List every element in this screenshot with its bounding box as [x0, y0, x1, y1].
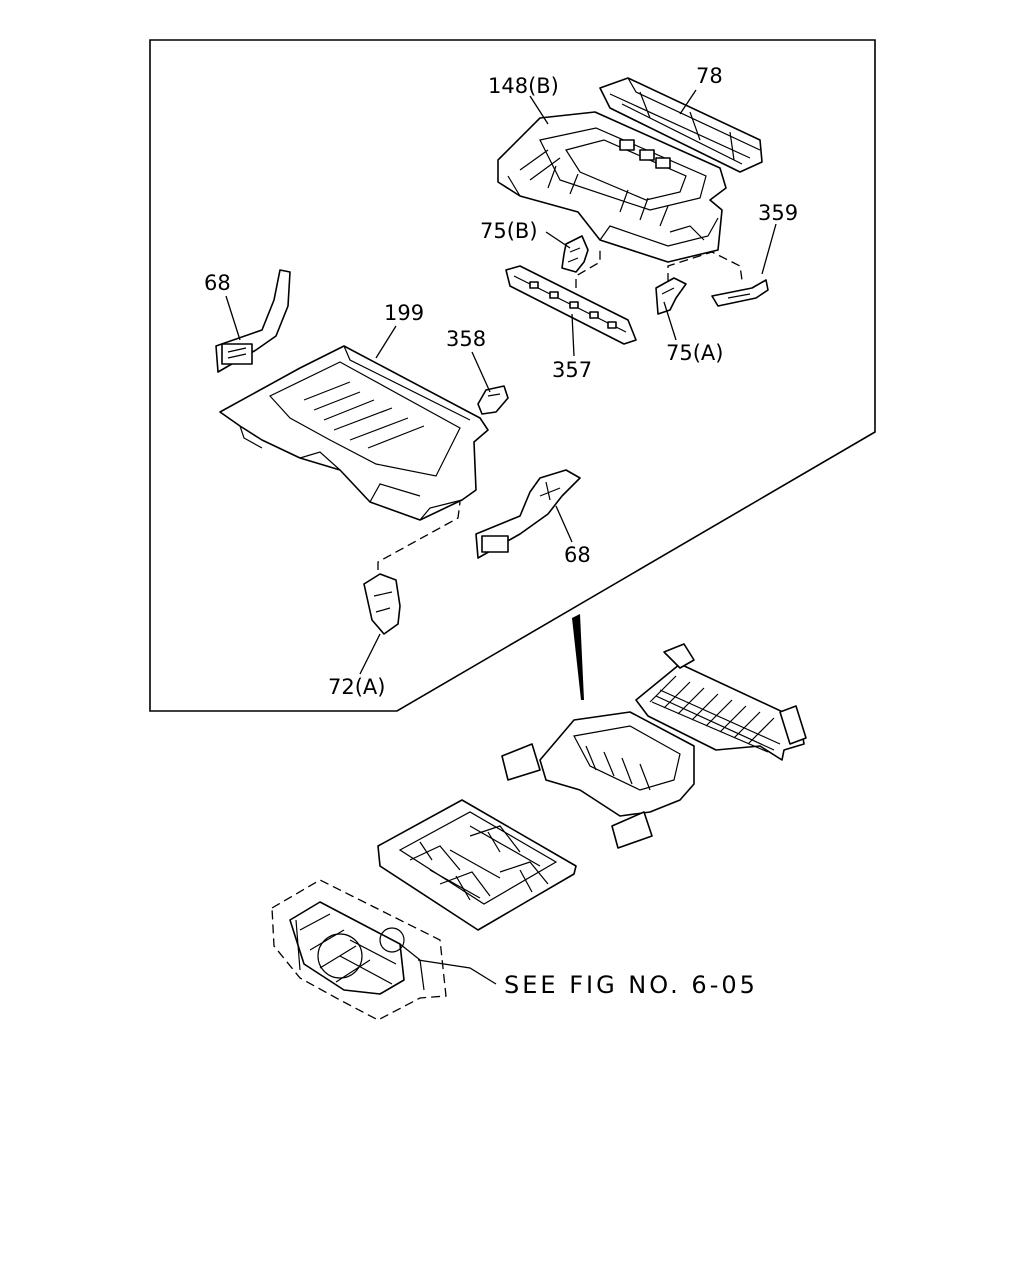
callout-75a: 75(A) — [666, 341, 723, 365]
part-199-floor-pan — [219, 345, 489, 521]
part-148b-rear-floor — [497, 111, 727, 263]
callout-148b: 148(B) — [488, 74, 559, 98]
pointer-wedge — [572, 614, 584, 700]
part-357-crossmember — [505, 265, 637, 345]
assembly-lines — [377, 248, 743, 570]
part-358-bracket — [477, 385, 509, 415]
callout-75b: 75(B) — [480, 219, 538, 243]
leader-lines — [225, 89, 777, 675]
callout-359: 359 — [758, 201, 798, 225]
overview-front-floor — [377, 799, 577, 931]
part-78-rear-panel — [599, 77, 763, 173]
detail-frame — [149, 39, 876, 712]
overview-front-structure — [271, 879, 447, 1021]
callout-72a: 72(A) — [328, 675, 385, 699]
callout-68-right: 68 — [564, 543, 591, 567]
callout-358: 358 — [446, 327, 486, 351]
see-fig-reference: SEE FIG NO. 6-05 — [504, 971, 758, 999]
part-68-right-bracket — [475, 469, 581, 559]
callout-357: 357 — [552, 358, 592, 382]
overview-cargo-floor — [635, 643, 807, 761]
callout-199: 199 — [384, 301, 424, 325]
callout-labels: 148(B) 78 359 75(B) 68 199 358 357 75(A)… — [204, 64, 798, 699]
part-72a-bracket — [363, 573, 401, 635]
part-75a-bracket — [655, 277, 687, 315]
part-75b-bracket — [561, 235, 589, 273]
part-359-plate — [711, 279, 769, 307]
callout-78: 78 — [696, 64, 723, 88]
overview-rear-floor — [501, 711, 695, 849]
callout-68-left: 68 — [204, 271, 231, 295]
reference-leader — [417, 959, 497, 985]
part-68-left-bracket — [215, 269, 291, 373]
